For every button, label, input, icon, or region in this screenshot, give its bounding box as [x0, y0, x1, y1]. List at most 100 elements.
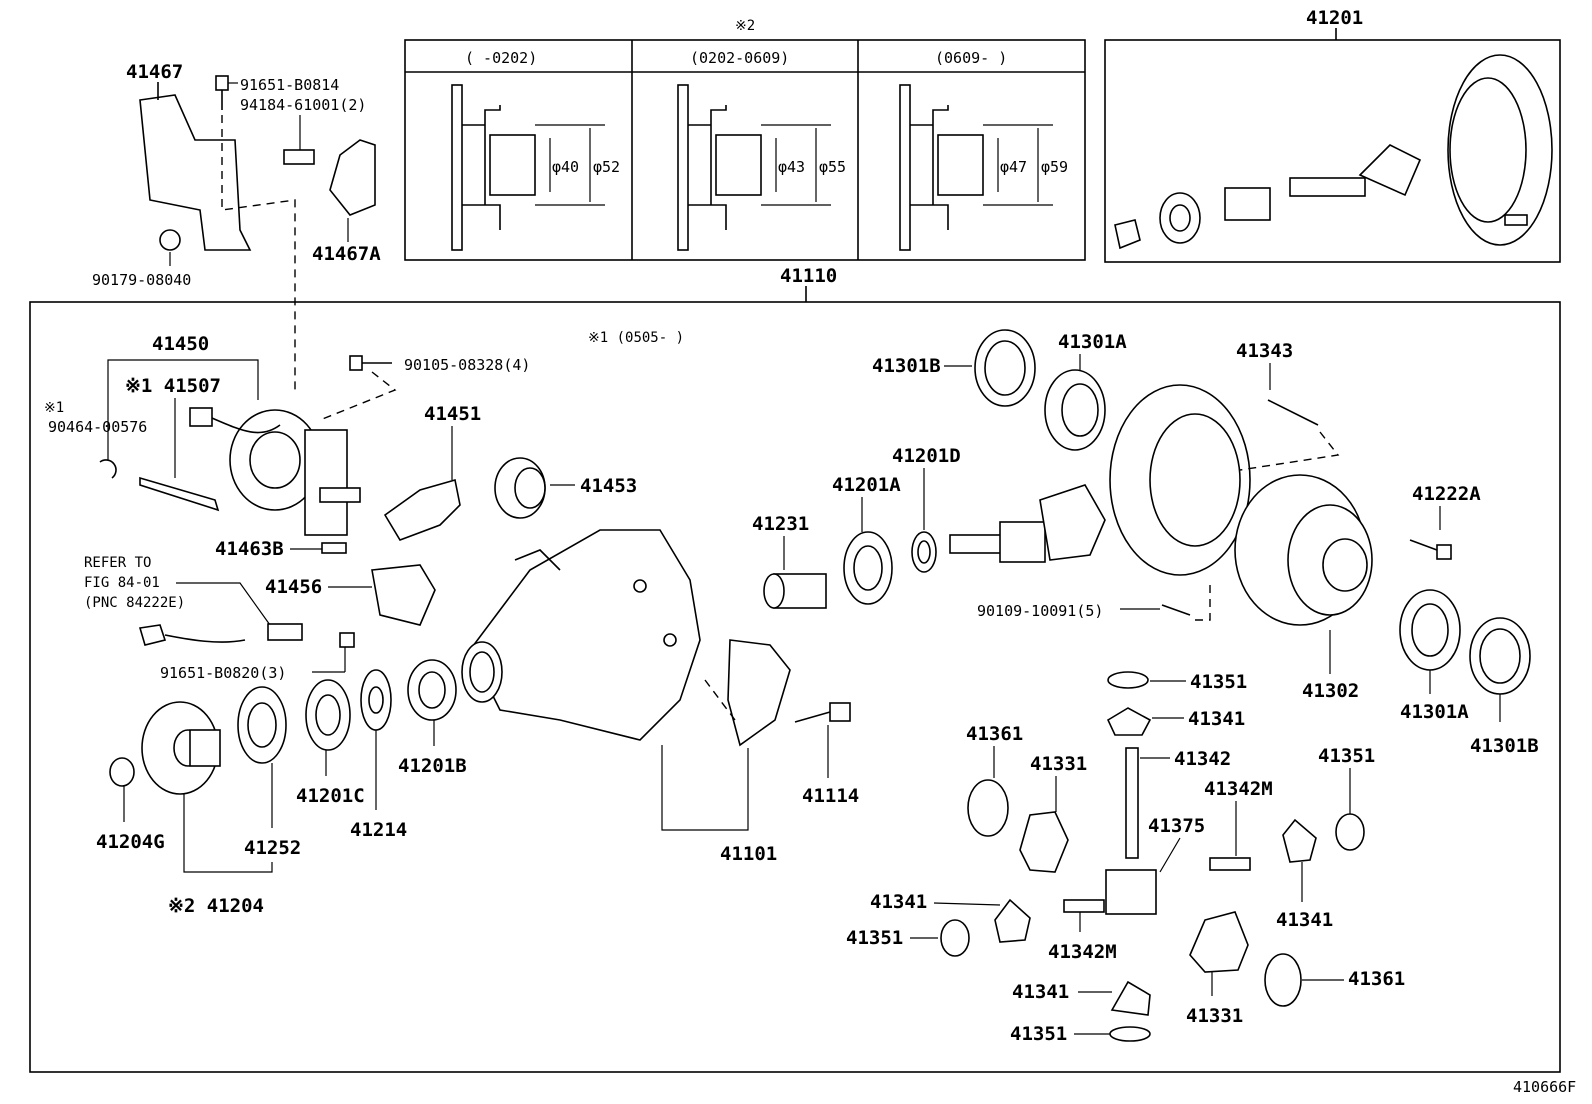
label-41214: 41214 [350, 819, 407, 841]
shaft-41507 [139, 476, 220, 512]
refer-line-2: FIG 84-01 [84, 575, 160, 591]
washer-41351-a [1107, 671, 1149, 689]
spec-period-3: (0609- ) [935, 49, 1007, 67]
shim-41301b-r [1469, 617, 1531, 695]
block-41375 [1105, 869, 1157, 915]
dash-90109 [1195, 580, 1211, 621]
bearing-41301a-r [1399, 589, 1461, 671]
label-41222a: 41222A [1412, 483, 1481, 505]
pinion-41341-c [1110, 980, 1151, 1016]
spec-period-2: (0202-0609) [690, 49, 789, 67]
label-90179: 90179-08040 [92, 271, 191, 289]
label-91651-b0814: 91651-B0814 [240, 76, 339, 94]
label-41231: 41231 [752, 513, 809, 535]
shaft-41342m-b [1063, 899, 1105, 913]
washer-41351-b [940, 919, 970, 957]
label-41467: 41467 [126, 61, 183, 83]
washer-41361-r [1264, 953, 1302, 1007]
spacer-41231 [763, 573, 827, 609]
bearing-41201a [843, 531, 893, 605]
label-90464: 90464-00576 [48, 418, 147, 436]
label-41456: 41456 [265, 576, 322, 598]
bolt-41222a [1409, 539, 1452, 560]
label-41375: 41375 [1148, 815, 1205, 837]
drive-pinion [949, 484, 1106, 563]
pinion-41341-b [994, 898, 1031, 943]
label-41341-b: 41341 [870, 891, 927, 913]
nut-90179 [159, 229, 181, 251]
bolt-90109 [1161, 604, 1191, 616]
spec-outer-dia-2: φ55 [819, 158, 846, 176]
spec-inner-dia-1: φ40 [552, 158, 579, 176]
label-41450: 41450 [152, 333, 209, 355]
seal-41252 [237, 686, 287, 764]
label-41467a: 41467A [312, 243, 381, 265]
label-41341-a: 41341 [1188, 708, 1245, 730]
label-41114: 41114 [802, 785, 859, 807]
dash-41343 [1239, 431, 1340, 471]
spec-inner-dia-2: φ43 [778, 158, 805, 176]
label-41101: 41101 [720, 843, 777, 865]
bolt-90105 [349, 355, 363, 371]
label-41342m-b: 41342M [1048, 941, 1117, 963]
flange-41204 [141, 701, 221, 795]
label-41201c: 41201C [296, 785, 365, 807]
label-41301b-l: 41301B [872, 355, 941, 377]
label-41351-a: 41351 [1190, 671, 1247, 693]
label-41201: 41201 [1306, 7, 1363, 29]
cover-41456 [371, 564, 436, 626]
label-41351-r: 41351 [1318, 745, 1375, 767]
note-1-range: ※1 (0505- ) [588, 330, 684, 346]
ring-gear-kit-frame [1104, 39, 1561, 263]
bolt-91651-b0820 [339, 632, 355, 648]
label-41453: 41453 [580, 475, 637, 497]
bracket-41467a [329, 139, 376, 216]
label-41301b-r: 41301B [1470, 735, 1539, 757]
dash-bracket-to-actuator [221, 115, 296, 390]
label-41252: 41252 [244, 837, 301, 859]
side-gear-41331-l [1019, 811, 1069, 873]
sensor-wire [164, 634, 246, 643]
label-41341-r: 41341 [1276, 909, 1333, 931]
label-41201a: 41201A [832, 474, 901, 496]
shim-41301b-l [974, 329, 1036, 407]
refer-line-1: REFER TO [84, 555, 151, 571]
label-41331-l: 41331 [1030, 753, 1087, 775]
ring-gear-kit-drawing [1114, 54, 1553, 250]
label-41361-l: 41361 [966, 723, 1023, 745]
washer-41351-c [1109, 1026, 1151, 1042]
leader-41341-b [933, 902, 1001, 906]
pin-41343 [1267, 399, 1319, 426]
label-41342m-a: 41342M [1204, 778, 1273, 800]
bolt-94184 [283, 149, 315, 165]
pinion-41341-r [1282, 818, 1317, 863]
carrier-housing [461, 529, 701, 741]
bearing-41201c [305, 679, 351, 751]
side-gear-41331-b [1189, 911, 1249, 973]
spacer-41201d [911, 531, 937, 573]
bolt-41114 [794, 702, 851, 723]
nut-41204g [109, 757, 135, 787]
shaft-41342 [1125, 747, 1139, 859]
spec-section-drawing-1 [451, 84, 605, 251]
label-41351-c: 41351 [1010, 1023, 1067, 1045]
label-90105: 90105-08328(4) [404, 356, 530, 374]
diff-case-41302 [1234, 474, 1373, 626]
connector-plug [138, 624, 167, 646]
label-94184: 94184-61001(2) [240, 96, 366, 114]
label-41204g: 41204G [96, 831, 165, 853]
refer-line-3: (PNC 84222E) [84, 595, 185, 611]
note-2-mark: ※2 [735, 18, 755, 34]
label-41204: ※2 41204 [168, 895, 264, 917]
spec-inner-dia-3: φ47 [1000, 158, 1027, 176]
spec-outer-dia-1: φ52 [593, 158, 620, 176]
spacer-41214 [360, 669, 392, 731]
bracket-41101 [661, 745, 749, 831]
label-41343: 41343 [1236, 340, 1293, 362]
washer-41361-l [967, 779, 1009, 837]
spec-section-drawing-2 [677, 84, 831, 251]
label-41361-r: 41361 [1348, 968, 1405, 990]
bearing-cap-41101 [727, 639, 791, 747]
